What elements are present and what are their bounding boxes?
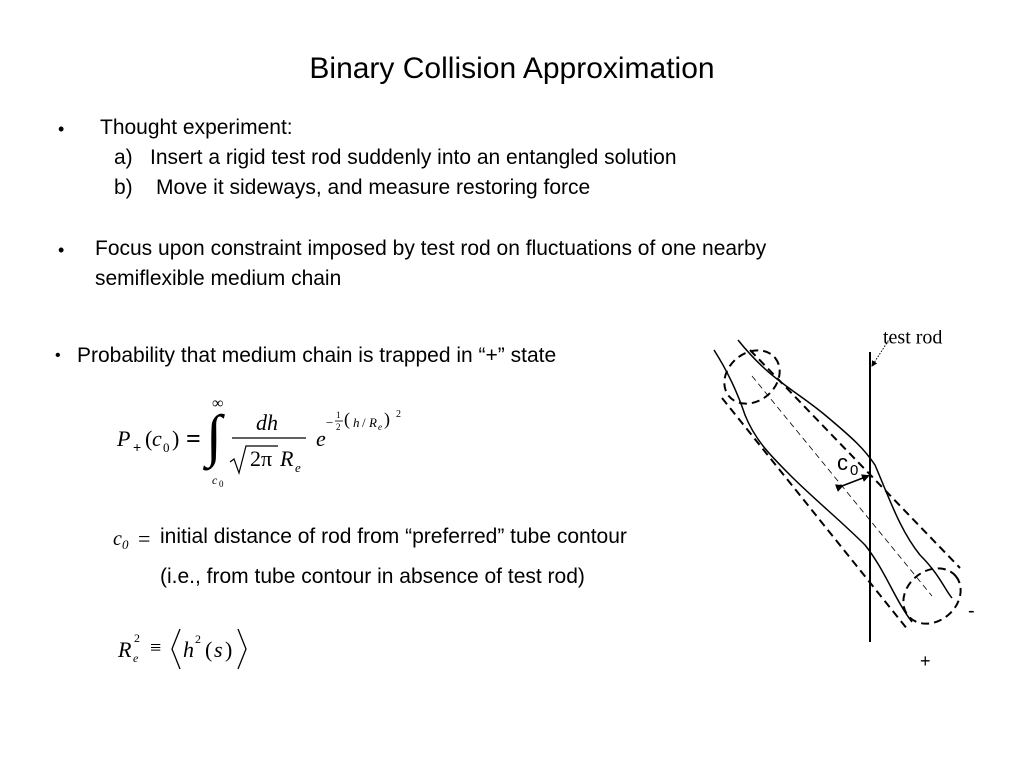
- eq-P: P: [117, 426, 131, 451]
- eq-equals: =: [186, 424, 201, 453]
- eq-exp-minus: −: [326, 415, 334, 430]
- re-def-paren-close: ): [225, 637, 233, 662]
- eq-integral-upper-limit: ∞: [212, 395, 224, 412]
- c0-definition-text: initial distance of rod from “preferred”…: [160, 525, 627, 548]
- subitem-b-marker: b): [114, 176, 133, 199]
- subitem-a-text: Insert a rigid test rod suddenly into an…: [150, 146, 677, 169]
- eq-integral-lower-limit-c: c: [212, 473, 218, 487]
- label-test-rod: test rod: [883, 330, 942, 349]
- eq-P-subscript-plus: +: [133, 439, 142, 455]
- bullet-thought-experiment: Thought experiment:: [100, 116, 293, 139]
- tube-wall-upper: [749, 349, 961, 569]
- label-minus-state: -: [968, 600, 975, 622]
- bullet-focus-line-2: semiflexible medium chain: [95, 267, 342, 290]
- re-def-s: s: [214, 637, 223, 662]
- c0-distance-arrow: [834, 474, 870, 492]
- re-def-superscript-2: 2: [134, 631, 140, 645]
- eq-R: R: [280, 446, 294, 471]
- bullet-marker-2: •: [58, 240, 65, 260]
- subitem-b-text: Move it sideways, and measure restoring …: [156, 176, 591, 199]
- tube-end-bottom: [902, 567, 962, 625]
- eq-exp-h: h: [353, 415, 360, 430]
- eq-paren-close: ): [172, 426, 180, 451]
- eq-numerator-dh: dh: [256, 410, 278, 435]
- eq-c: c: [152, 426, 162, 451]
- eq-c-subscript-0: 0: [163, 440, 170, 455]
- label-c0-c: c: [837, 450, 848, 475]
- re-def-equiv: ≡: [150, 637, 162, 659]
- bullet-marker-1: •: [58, 119, 65, 139]
- medium-chain-lower: [713, 349, 913, 623]
- c0-definition-continuation: (i.e., from tube contour in absence of t…: [160, 565, 585, 588]
- eq-exp-slash: /: [362, 415, 366, 430]
- bullet-focus-line-1: Focus upon constraint imposed by test ro…: [95, 237, 767, 260]
- exp-half-bar: [335, 420, 343, 422]
- eq-integral-lower-limit-0: 0: [219, 479, 224, 489]
- eq-exp-base-e: e: [316, 426, 326, 451]
- slide-title: Binary Collision Approximation: [309, 52, 715, 85]
- c0-def-c: c: [113, 528, 122, 550]
- tube-diagram: test rod c 0 - +: [713, 330, 975, 671]
- eq-paren-open: (: [145, 426, 153, 451]
- label-c0-subscript: 0: [850, 462, 858, 479]
- eq-exp-square: 2: [396, 409, 401, 420]
- subitem-a-marker: a): [114, 146, 133, 169]
- eq-exp-half-num: 1: [336, 410, 341, 420]
- re-def-subscript-e: e: [133, 651, 139, 665]
- re-def-h: h: [183, 637, 194, 662]
- eq-two-pi: 2π: [250, 446, 273, 471]
- fraction-bar-and-radical: [229, 437, 306, 476]
- eq-exp-half-den: 2: [336, 422, 341, 432]
- eq-exp-R-subscript-e: e: [378, 422, 382, 432]
- angle-brackets: [171, 628, 247, 670]
- re-def-paren-open: (: [205, 637, 213, 662]
- bullet-marker-3: •: [55, 347, 61, 364]
- c0-def-equals: =: [138, 526, 151, 551]
- bullet-probability: Probability that medium chain is trapped…: [77, 344, 557, 367]
- test-rod-pointer: [871, 337, 891, 367]
- eq-exp-R: R: [369, 415, 377, 430]
- c0-def-subscript-0: 0: [122, 537, 129, 552]
- eq-integral-sign: ∫: [206, 403, 222, 468]
- eq-exp-paren-open: (: [344, 409, 350, 429]
- re-def-R: R: [118, 637, 132, 662]
- eq-R-subscript-e: e: [295, 460, 301, 475]
- label-plus-state: +: [920, 651, 931, 671]
- eq-exp-paren-close: ): [384, 409, 390, 429]
- re-def-h-superscript-2: 2: [195, 632, 201, 646]
- medium-chain-upper: [737, 339, 953, 599]
- tube-wall-lower: [721, 397, 909, 631]
